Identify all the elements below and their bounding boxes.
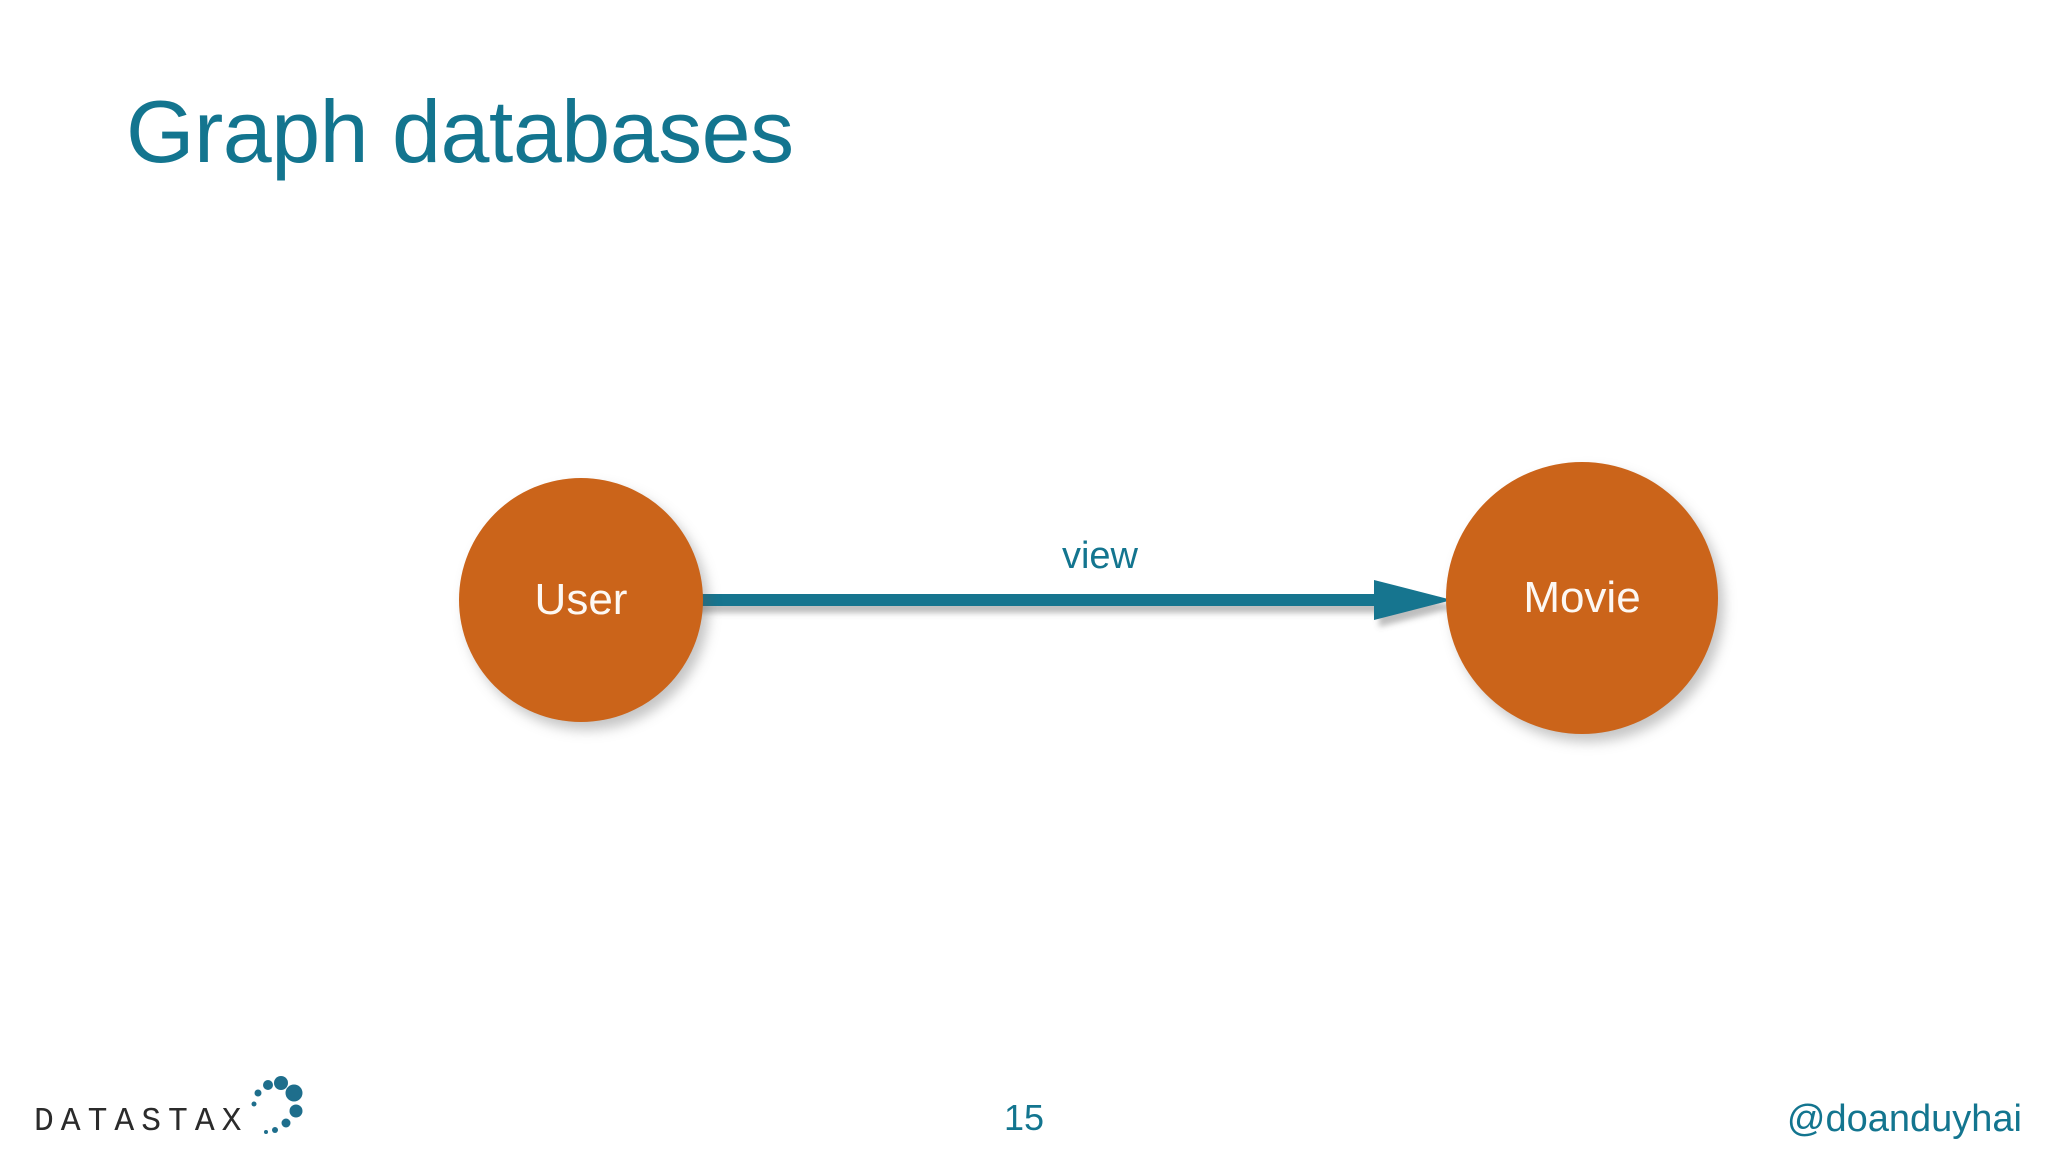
graph-node-user[interactable]: User <box>459 478 703 722</box>
graph-node-movie-label: Movie <box>1523 573 1641 622</box>
datastax-logo-wordmark: DATASTAX <box>34 1103 249 1140</box>
datastax-logo-dots-icon <box>251 1076 303 1134</box>
edge-view-arrow <box>680 580 1452 620</box>
graph-node-user-label: User <box>534 575 628 624</box>
slide-footer: DATASTAX 15 @doanduyhai <box>0 1032 2048 1152</box>
social-handle: @doanduyhai <box>1786 1098 2022 1140</box>
edge-label-view: view <box>1061 535 1139 577</box>
datastax-logo: DATASTAX <box>34 1076 310 1140</box>
page-title: Graph databases <box>126 82 794 181</box>
graph-node-movie[interactable]: Movie <box>1446 462 1718 734</box>
page-number: 15 <box>1003 1097 1045 1138</box>
